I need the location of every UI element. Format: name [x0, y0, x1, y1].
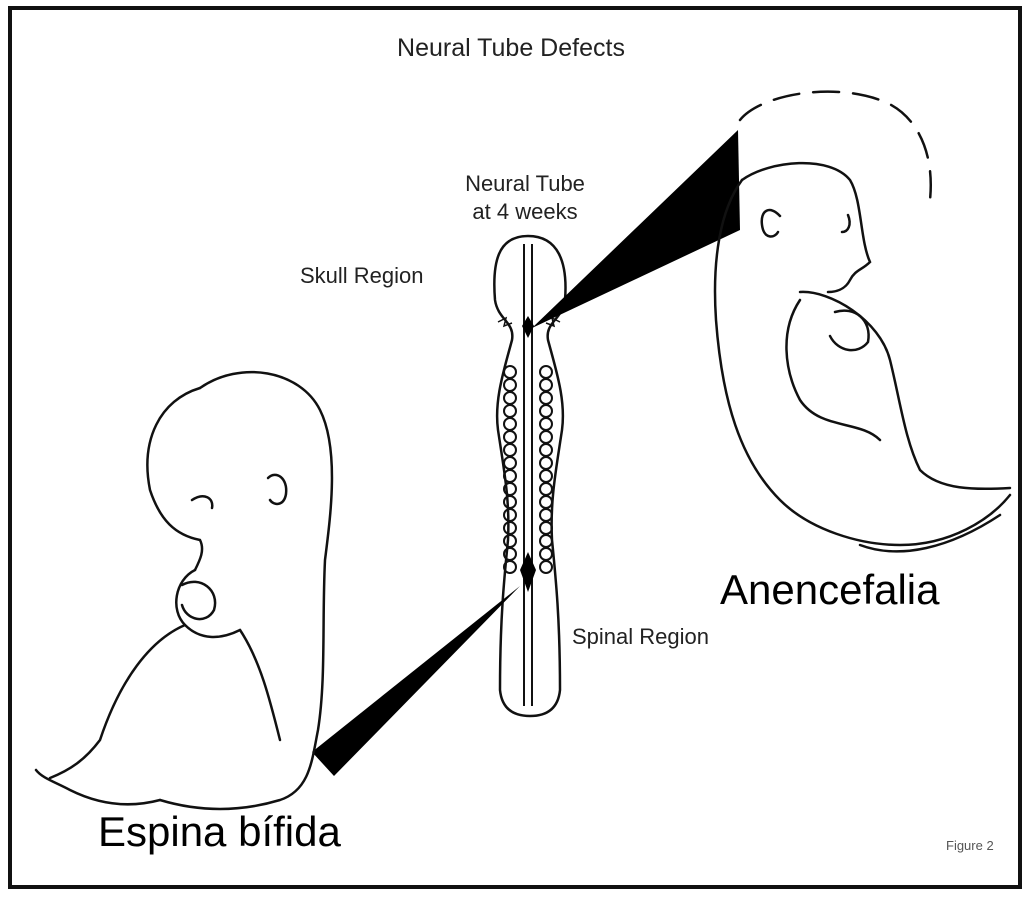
diagram-title: Neural Tube Defects: [0, 34, 1022, 63]
anencephaly-fetus-drawing: [715, 92, 1010, 552]
neural-tube-label-line-2: at 4 weeks: [430, 198, 620, 226]
anencephaly-pointer-wedge: [532, 130, 740, 328]
skull-region-label: Skull Region: [300, 263, 424, 289]
anencephaly-label: Anencefalia: [720, 566, 940, 614]
spina-bifida-label: Espina bífida: [98, 808, 341, 856]
figure-number-label: Figure 2: [946, 838, 994, 853]
neural-tube-label-line-1: Neural Tube: [430, 170, 620, 198]
spinal-region-label: Spinal Region: [572, 624, 709, 650]
spina-bifida-pointer-wedge: [312, 586, 520, 776]
spina-bifida-fetus-drawing: [36, 372, 332, 809]
